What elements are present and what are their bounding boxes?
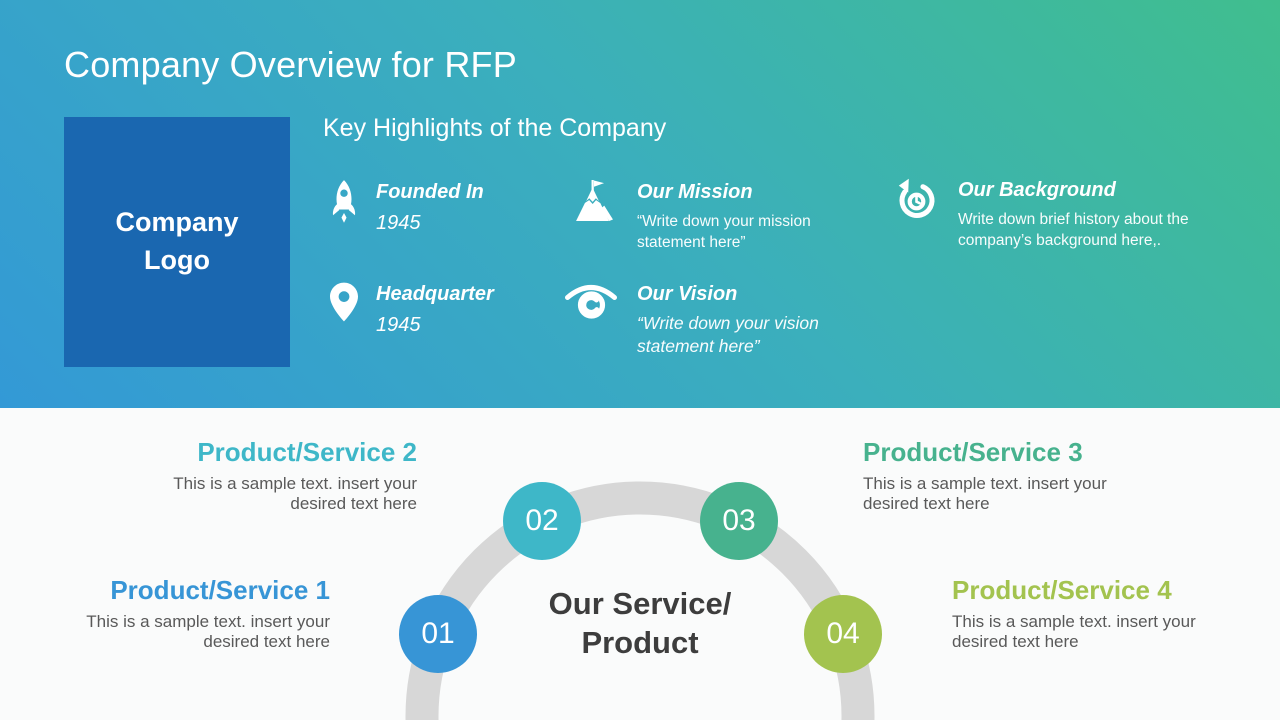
highlight-label: Our Mission xyxy=(637,181,753,203)
center-title-line1: Our Service/ xyxy=(548,586,732,621)
highlight-vision: Our Vision “Write down your vision state… xyxy=(562,282,845,358)
service-block-4: Product/Service 4 This is a sample text.… xyxy=(952,576,1228,652)
service-description: This is a sample text. insert your desir… xyxy=(863,473,1107,513)
step-number: 03 xyxy=(722,504,756,537)
highlight-headquarter: Headquarter 1945 xyxy=(326,282,494,337)
highlight-label: Our Vision xyxy=(637,283,738,305)
highlight-text: Our Mission “Write down your mission sta… xyxy=(637,180,837,254)
service-arc xyxy=(405,481,875,720)
page-title: Company Overview for RFP xyxy=(64,44,517,85)
service-description: This is a sample text. insert your desir… xyxy=(173,473,417,513)
highlight-background: Our Background Write down brief history … xyxy=(894,178,1208,252)
arc-ring xyxy=(405,481,875,720)
header-band: Company Overview for RFP Company Logo Ke… xyxy=(0,0,1280,408)
highlight-text: Our Vision “Write down your vision state… xyxy=(637,282,845,358)
mountain-flag-icon xyxy=(568,180,620,254)
service-title: Product/Service 2 xyxy=(197,437,417,467)
company-logo-label: Company Logo xyxy=(115,207,239,275)
service-step-circle-01: 01 xyxy=(399,595,477,673)
service-title: Product/Service 4 xyxy=(952,575,1172,605)
highlight-label: Headquarter xyxy=(376,283,494,305)
service-description: This is a sample text. insert your desir… xyxy=(86,611,330,651)
center-title-line2: Product xyxy=(581,625,699,661)
step-number: 01 xyxy=(421,617,455,650)
step-number: 02 xyxy=(525,504,559,537)
section-subtitle: Key Highlights of the Company xyxy=(323,114,667,142)
step-number: 04 xyxy=(826,617,860,650)
service-block-3: Product/Service 3 This is a sample text.… xyxy=(863,438,1139,514)
services-center-title: Our Service/ Product xyxy=(440,584,840,662)
highlight-label: Founded In xyxy=(376,181,484,203)
company-logo-placeholder: Company Logo xyxy=(64,117,290,367)
service-step-circle-02: 02 xyxy=(503,482,581,560)
highlight-text: Founded In 1945 xyxy=(376,180,484,235)
highlight-text: Our Background Write down brief history … xyxy=(958,178,1208,252)
highlight-value: 1945 xyxy=(376,314,421,336)
history-icon xyxy=(894,178,940,252)
service-step-circle-04: 04 xyxy=(804,595,882,673)
highlight-text: Headquarter 1945 xyxy=(376,282,494,337)
highlight-value: “Write down your vision statement here” xyxy=(637,313,819,357)
highlight-value: 1945 xyxy=(376,212,421,234)
highlight-label: Our Background xyxy=(958,179,1116,201)
highlight-founded-in: Founded In 1945 xyxy=(326,180,484,235)
highlight-value: Write down brief history about the compa… xyxy=(958,211,1189,250)
service-title: Product/Service 3 xyxy=(863,437,1083,467)
eye-icon xyxy=(562,282,620,358)
service-block-2: Product/Service 2 This is a sample text.… xyxy=(141,438,417,514)
service-step-circle-03: 03 xyxy=(700,482,778,560)
service-description: This is a sample text. insert your desir… xyxy=(952,611,1196,651)
service-title: Product/Service 1 xyxy=(110,575,330,605)
rocket-icon xyxy=(326,180,362,235)
location-pin-icon xyxy=(326,282,362,337)
highlight-mission: Our Mission “Write down your mission sta… xyxy=(568,180,837,254)
service-block-1: Product/Service 1 This is a sample text.… xyxy=(54,576,330,652)
highlight-value: “Write down your mission statement here” xyxy=(637,213,811,252)
